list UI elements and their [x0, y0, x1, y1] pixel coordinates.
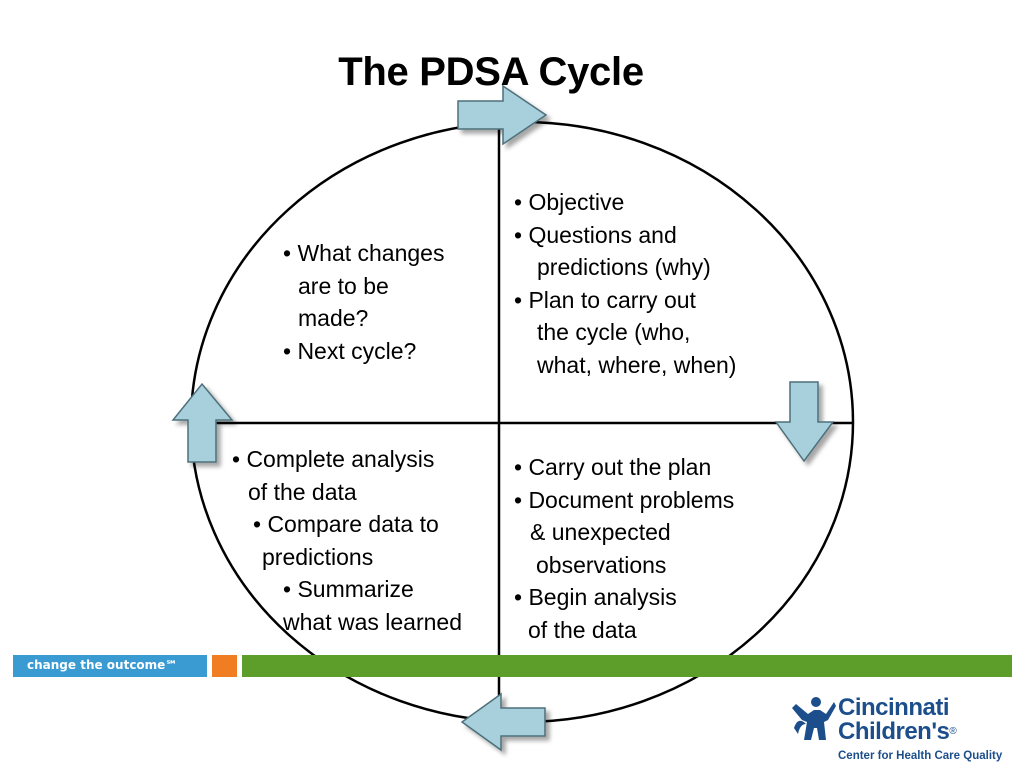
- study-line: • Summarize: [283, 576, 414, 602]
- study-line: • Compare data to: [253, 511, 439, 537]
- cincinnati-childrens-logo: Cincinnati Children's® Center for Health…: [790, 690, 1002, 768]
- do-line: • Begin analysis: [514, 584, 677, 610]
- arrow-up-icon: [171, 382, 234, 463]
- do-line: • Carry out the plan: [514, 454, 712, 480]
- study-line: of the data: [248, 478, 357, 505]
- do-line: & unexpected: [530, 519, 671, 545]
- arrow-left-icon: [460, 692, 546, 752]
- plan-line: predictions (why): [537, 254, 711, 280]
- logo-name-line2: Children's®: [838, 718, 957, 745]
- act-line: made?: [298, 305, 369, 331]
- registered-mark: ®: [949, 726, 957, 737]
- footer-bar-blue: [13, 655, 207, 677]
- plan-line: • Objective: [514, 189, 625, 215]
- plan-quadrant: • Objective • Questions and predictions …: [514, 186, 736, 381]
- study-quadrant: • Complete analysis of the data • Compar…: [232, 443, 462, 638]
- arrow-right-icon: [457, 84, 548, 146]
- act-line: are to be: [298, 272, 389, 299]
- act-quadrant: • What changes are to be made? • Next cy…: [283, 237, 444, 367]
- logo-name-line2-text: Children's: [838, 718, 950, 745]
- study-line: • Complete analysis: [232, 446, 435, 472]
- act-line: • What changes: [283, 240, 445, 266]
- do-line: of the data: [528, 616, 637, 643]
- logo-subtitle: Center for Health Care Quality: [838, 750, 1003, 762]
- plan-line: • Questions and: [514, 221, 677, 248]
- logo-figure-icon: [792, 697, 836, 740]
- do-line: observations: [536, 551, 667, 578]
- plan-line: what, where, when): [537, 351, 737, 378]
- do-quadrant: • Carry out the plan • Document problems…: [514, 451, 734, 646]
- footer-bar-green: [242, 655, 1012, 677]
- page-title: The PDSA Cycle: [338, 50, 644, 94]
- arrow-down-icon: [774, 381, 835, 463]
- footer-tagline: change the outcome℠: [27, 658, 178, 672]
- footer-bar-orange: [212, 655, 237, 677]
- do-line: • Document problems: [514, 486, 735, 513]
- study-line: what was learned: [283, 608, 462, 635]
- study-line: predictions: [262, 543, 374, 570]
- act-line: • Next cycle?: [283, 337, 417, 364]
- plan-line: • Plan to carry out: [514, 286, 696, 313]
- plan-line: the cycle (who,: [537, 319, 691, 345]
- logo-name-line1: Cincinnati: [838, 694, 950, 721]
